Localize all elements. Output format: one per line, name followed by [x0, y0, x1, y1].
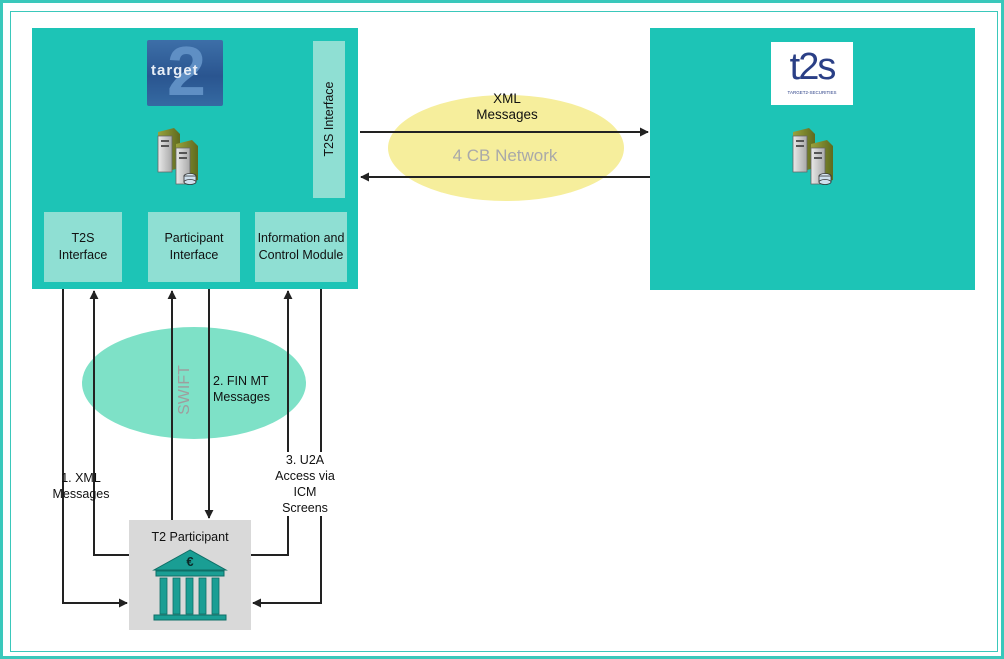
- network-ellipse: [388, 95, 624, 201]
- t2-participant-label: T2 Participant: [151, 530, 229, 544]
- module-t2s-interface: T2S Interface: [44, 212, 122, 282]
- arrow-xml-in: [89, 290, 129, 556]
- cb-network-label: 4 CB Network: [452, 146, 558, 165]
- xml-messages-flow-label: 1. XML Messages: [52, 471, 110, 501]
- euro-symbol: €: [186, 554, 194, 569]
- swift-label: SWIFT: [176, 365, 193, 415]
- server-icon: [792, 128, 833, 185]
- target2-logo-text: target: [151, 62, 199, 79]
- t2s-logo: t2s TARGET2-SECURITIES: [771, 42, 853, 105]
- t2s-interface-vertical-box: [313, 41, 345, 198]
- arrow-u2a-down: [252, 289, 322, 608]
- diagram-inner-border: [10, 11, 998, 652]
- target2-logo: 2 target: [147, 40, 223, 106]
- xml-messages-network-label: XML Messages: [476, 91, 538, 122]
- fin-mt-messages-label: 2. FIN MT Messages: [213, 374, 270, 404]
- swift-ellipse: [82, 327, 306, 439]
- module-label: Information and Control Module: [257, 231, 345, 262]
- bank-building-icon: [152, 549, 228, 621]
- module-label: T2S Interface: [58, 231, 108, 262]
- module-participant-interface: Participant Interface: [148, 212, 240, 282]
- module-label: Participant Interface: [164, 231, 224, 262]
- arrow-xml-out: [62, 289, 128, 608]
- t2s-logo-text: t2s: [789, 46, 837, 88]
- module-information-control: Information and Control Module: [255, 212, 347, 282]
- arrow-u2a-up: [251, 290, 293, 556]
- u2a-access-label: 3. U2A Access via ICM Screens: [272, 452, 338, 516]
- t2s-logo-tagline: TARGET2-SECURITIES: [787, 90, 837, 95]
- server-icon: [157, 128, 198, 185]
- target2-logo-numeral: 2: [167, 40, 206, 106]
